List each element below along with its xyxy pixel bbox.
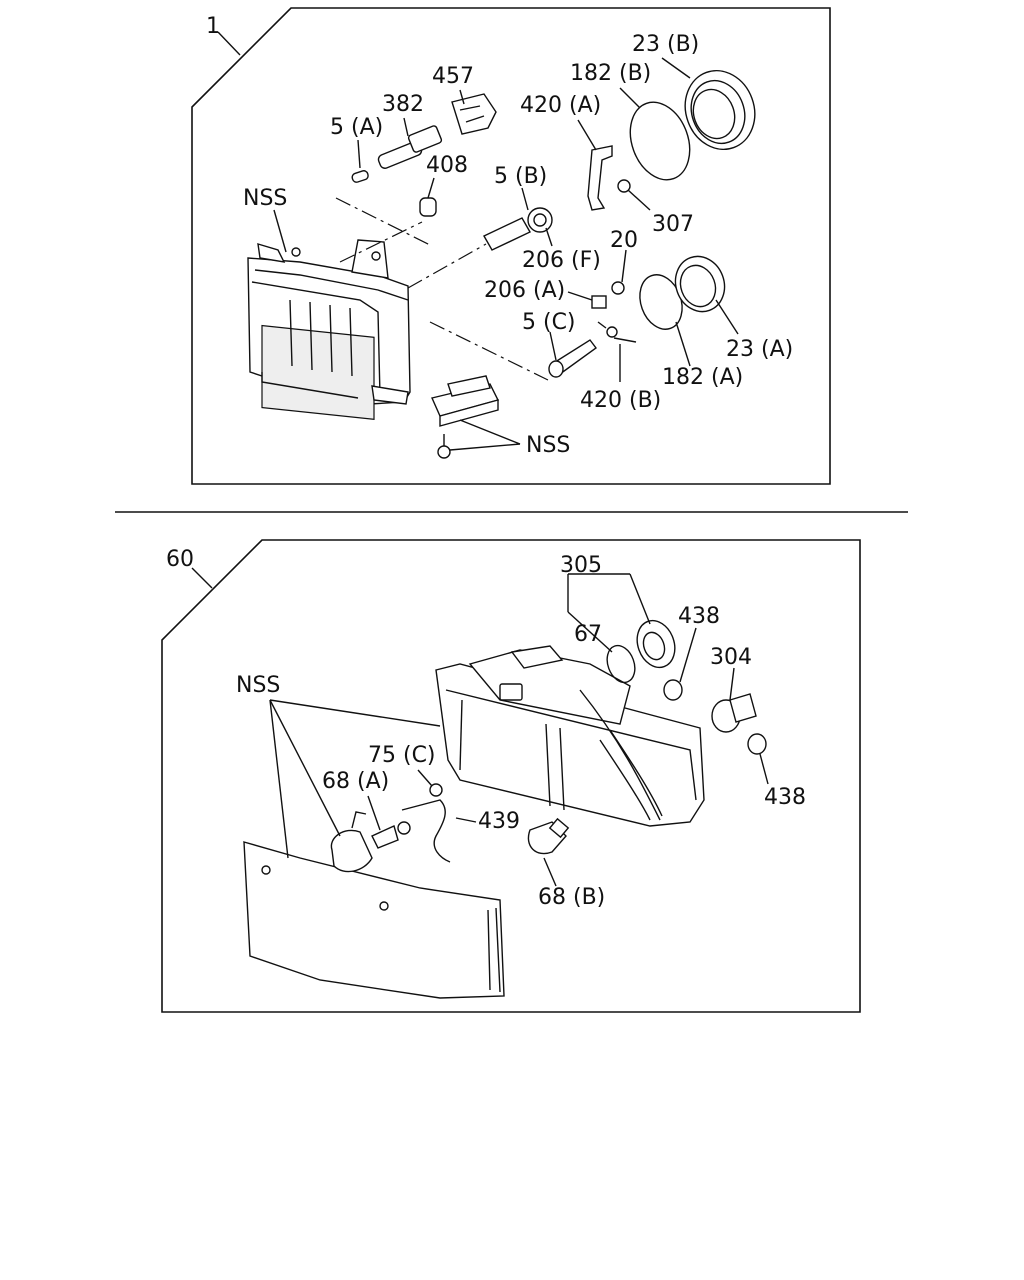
label-438-b: 438: [764, 785, 806, 810]
top-leaders: [273, 57, 739, 451]
label-23b: 23 (B): [632, 32, 699, 57]
label-438-a: 438: [678, 604, 720, 629]
bulb-68b: [527, 817, 570, 855]
bottom-assembly: 60: [161, 539, 861, 1013]
clip-206a: [591, 295, 607, 309]
o-ring-182b: [629, 101, 691, 181]
top-assembly: 1: [191, 7, 831, 485]
cap-23a: [674, 255, 726, 313]
callout-1-label: 1: [206, 14, 220, 39]
lens-panel: [243, 841, 505, 999]
label-20: 20: [610, 228, 638, 253]
headlamp-housing: [247, 239, 411, 420]
combination-lamp-housing: [435, 645, 705, 827]
label-nss-3: NSS: [236, 673, 280, 698]
label-5c: 5 (C): [522, 310, 576, 335]
label-68a: 68 (A): [322, 769, 389, 794]
label-408: 408: [426, 153, 468, 178]
bottom-labels: 305 67 438 304 NSS 75 (C) 68 (A) 439 438…: [236, 553, 806, 910]
label-305: 305: [560, 553, 602, 578]
bulb-5b: [483, 207, 553, 251]
label-206f: 206 (F): [522, 248, 601, 273]
cap-438-b: [747, 733, 767, 755]
socket-457: [451, 93, 497, 135]
label-68b: 68 (B): [538, 885, 605, 910]
label-5a: 5 (A): [330, 115, 383, 140]
top-frame: [191, 7, 831, 485]
label-420b: 420 (B): [580, 388, 661, 413]
bulb-5a: [351, 170, 369, 183]
label-304: 304: [710, 645, 752, 670]
bottom-leaders: [269, 573, 769, 887]
o-ring-67: [606, 644, 636, 684]
label-nss-1: NSS: [243, 186, 287, 211]
bracket-420a: [587, 145, 613, 211]
callout-60-leader: [191, 567, 213, 589]
label-382: 382: [382, 92, 424, 117]
bottom-frame: [161, 539, 861, 1013]
nss-module-top: [431, 375, 500, 459]
callout-60-label: 60: [166, 547, 194, 572]
label-206a: 206 (A): [484, 278, 565, 303]
bulb-382: [377, 125, 443, 169]
label-182b: 182 (B): [570, 61, 651, 86]
top-labels: 457 382 5 (A) 408 NSS 5 (B) 420 (A) 182 …: [243, 32, 793, 458]
label-nss-2: NSS: [526, 433, 570, 458]
cap-23b: [684, 69, 756, 151]
nss-socket: [330, 811, 373, 873]
cap-438-a: [663, 679, 683, 701]
screw-75c: [429, 783, 443, 797]
label-5b: 5 (B): [494, 164, 547, 189]
socket-305: [636, 619, 676, 669]
label-457: 457: [432, 64, 474, 89]
socket-304: [711, 693, 757, 733]
label-307: 307: [652, 212, 694, 237]
label-420a: 420 (A): [520, 93, 601, 118]
grommet-408: [419, 197, 437, 217]
label-67: 67: [574, 622, 602, 647]
wire-harness-439: [401, 799, 451, 863]
label-182a: 182 (A): [662, 365, 743, 390]
nut-420b: [606, 326, 618, 338]
label-23a: 23 (A): [726, 337, 793, 362]
screw-20: [611, 281, 625, 295]
bulb-68a: [371, 821, 411, 849]
label-75c: 75 (C): [368, 743, 436, 768]
callout-1-leader: [217, 31, 241, 56]
label-439: 439: [478, 809, 520, 834]
screw-307: [617, 179, 651, 211]
bulb-5c: [548, 339, 597, 378]
